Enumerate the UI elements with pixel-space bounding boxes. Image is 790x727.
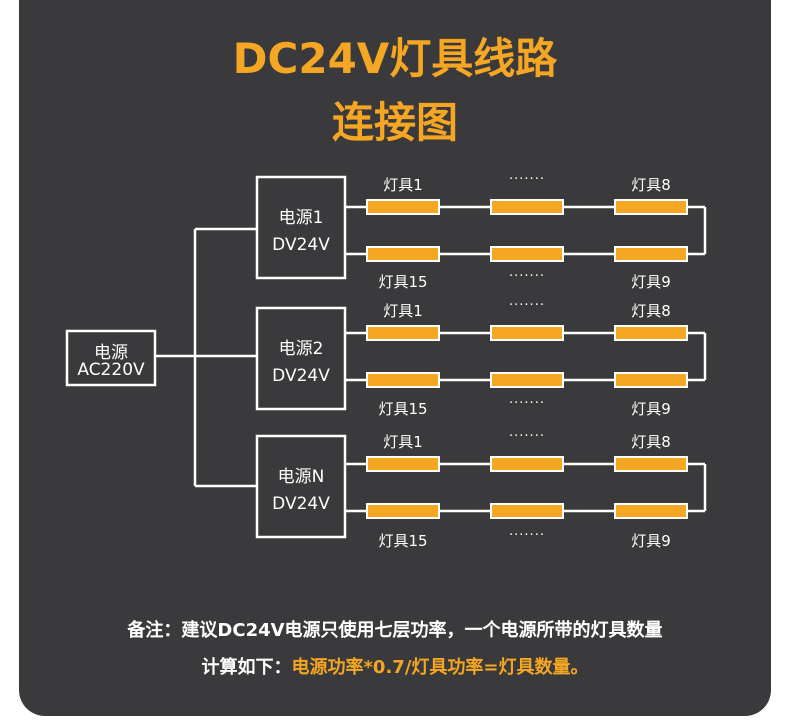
lamp-label: 灯具1 xyxy=(383,176,423,194)
power-unit-box-2 xyxy=(255,306,347,411)
lamp-bar xyxy=(366,325,440,341)
lamp-bar xyxy=(366,372,440,388)
power-unit-name: 电源1 xyxy=(278,208,324,228)
lamp-label: 灯具8 xyxy=(631,302,671,320)
lamp-bar xyxy=(366,199,440,215)
lamp-bar xyxy=(614,325,688,341)
ellipsis-label: ······· xyxy=(509,429,545,444)
ellipsis-label: ······· xyxy=(509,396,545,411)
lamp-bar xyxy=(490,246,564,262)
lamp-bar xyxy=(614,503,688,519)
lamp-label: 灯具1 xyxy=(383,433,423,451)
main-power-voltage: AC220V xyxy=(77,360,145,380)
power-unit-box-n xyxy=(255,434,347,539)
note-prefix: 计算如下： xyxy=(201,657,292,678)
power-unit-voltage: DV24V xyxy=(272,235,330,255)
title-line-2: 连接图 xyxy=(331,98,458,147)
diagram-card xyxy=(19,0,771,716)
lamp-bar xyxy=(366,246,440,262)
lamp-label: 灯具15 xyxy=(378,400,428,418)
lamp-label: 灯具15 xyxy=(378,273,428,291)
lamp-label: 灯具8 xyxy=(631,176,671,194)
ellipsis-label: ······· xyxy=(509,269,545,284)
power-unit-name: 电源2 xyxy=(278,339,324,359)
lamp-label: 灯具9 xyxy=(631,532,671,550)
lamp-label: 灯具9 xyxy=(631,273,671,291)
lamp-bar xyxy=(490,503,564,519)
lamp-bar xyxy=(490,199,564,215)
lamp-bar xyxy=(614,456,688,472)
lamp-bar xyxy=(614,372,688,388)
lamp-bar xyxy=(366,456,440,472)
power-unit-box-1 xyxy=(255,175,347,280)
lamp-bar xyxy=(490,372,564,388)
main-power-label: 电源 xyxy=(94,343,128,363)
lamp-label: 灯具15 xyxy=(378,532,428,550)
power-unit-voltage: DV24V xyxy=(272,494,330,514)
ellipsis-label: ······· xyxy=(509,172,545,187)
note-line-2: 计算如下：电源功率*0.7/灯具功率=灯具数量。 xyxy=(0,653,790,679)
note-formula: 电源功率*0.7/灯具功率=灯具数量。 xyxy=(291,657,589,678)
lamp-bar xyxy=(490,456,564,472)
lamp-label: 灯具8 xyxy=(631,433,671,451)
lamp-bar xyxy=(366,503,440,519)
note-line-1: 备注：建议DC24V电源只使用七层功率，一个电源所带的灯具数量 xyxy=(127,620,663,641)
power-unit-name: 电源N xyxy=(277,467,325,487)
power-unit-voltage: DV24V xyxy=(272,366,330,386)
title-line-1: DC24V灯具线路 xyxy=(232,34,558,83)
ellipsis-label: ······· xyxy=(509,528,545,543)
lamp-bar xyxy=(614,246,688,262)
lamp-bar xyxy=(614,199,688,215)
lamp-bar xyxy=(490,325,564,341)
main-power-box xyxy=(65,329,157,387)
lamp-label: 灯具9 xyxy=(631,400,671,418)
ellipsis-label: ······· xyxy=(509,298,545,313)
lamp-label: 灯具1 xyxy=(383,302,423,320)
